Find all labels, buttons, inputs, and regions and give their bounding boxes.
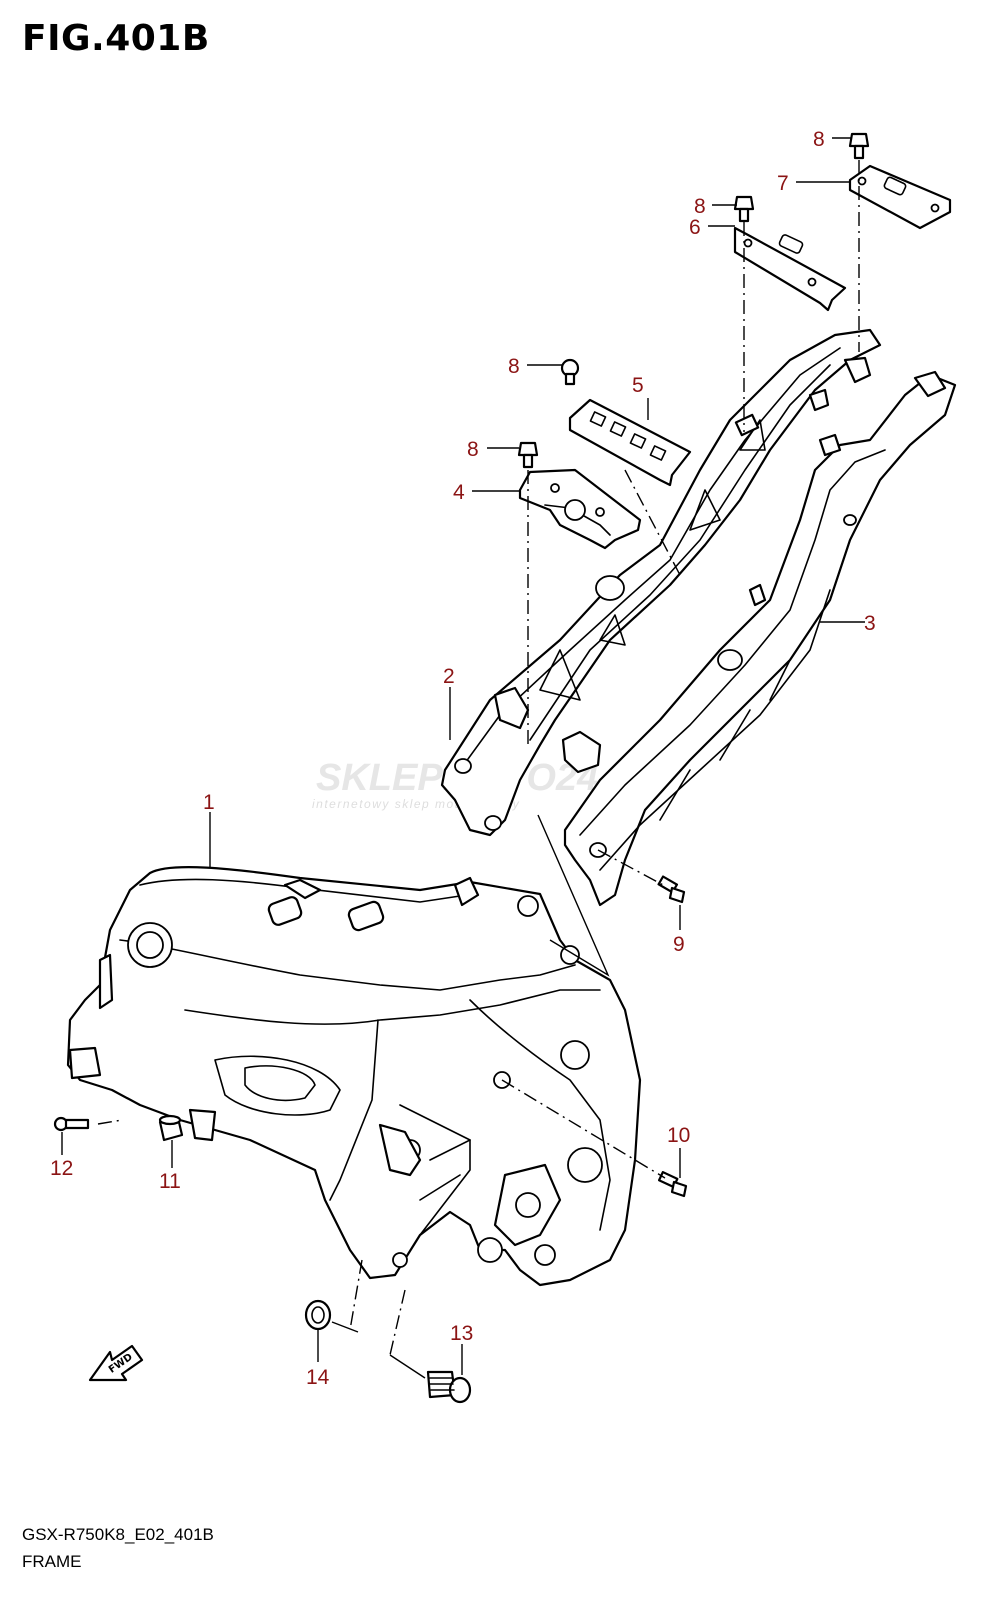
bolt-part-8-c	[560, 358, 580, 386]
callout-14: 14	[306, 1366, 330, 1389]
ring-part-14	[304, 1299, 332, 1331]
callout-labels: 1 2 3 4 5 6 7 8 8 8 8 9 10 11 12 13 14	[50, 128, 876, 1389]
callout-5: 5	[632, 374, 644, 397]
plate-part-5	[568, 398, 692, 487]
assembly-lines	[97, 160, 860, 1379]
callout-13: 13	[450, 1322, 473, 1345]
plate-part-7	[848, 164, 952, 230]
callout-9: 9	[673, 933, 685, 956]
right-seat-rail-part	[561, 370, 957, 907]
model-code: GSX-R750K8_E02_401B	[22, 1525, 214, 1544]
bracket-part-4	[518, 468, 642, 550]
callout-8-d: 8	[467, 438, 479, 461]
callout-11: 11	[159, 1170, 181, 1193]
bolt-part-10	[657, 1170, 688, 1198]
plug-part-13	[426, 1370, 472, 1404]
callout-4: 4	[453, 481, 465, 504]
left-seat-rail-part	[440, 328, 882, 837]
forward-arrow-icon: FWD	[88, 1344, 144, 1382]
callout-7: 7	[777, 172, 789, 195]
spacer-part-11	[158, 1114, 184, 1142]
bolt-part-8-b	[733, 195, 755, 223]
callout-1: 1	[203, 791, 215, 814]
callout-3: 3	[864, 612, 876, 635]
callout-8-c: 8	[508, 355, 520, 378]
callout-2: 2	[443, 665, 455, 688]
figure-name: FRAME	[22, 1552, 82, 1571]
callout-6: 6	[689, 216, 701, 239]
callout-12: 12	[50, 1157, 73, 1180]
main-frame-part	[66, 866, 642, 1287]
callout-8-a: 8	[813, 128, 825, 151]
bolt-part-12	[53, 1116, 90, 1132]
figure-title: FIG.401B	[22, 18, 210, 59]
plate-part-6	[733, 226, 847, 312]
bolt-part-9	[657, 875, 686, 904]
bolt-part-8-a	[848, 132, 870, 160]
bolt-part-8-d	[517, 441, 539, 469]
callout-10: 10	[667, 1124, 690, 1147]
callout-leaders	[61, 137, 865, 1375]
callout-8-b: 8	[694, 195, 706, 218]
